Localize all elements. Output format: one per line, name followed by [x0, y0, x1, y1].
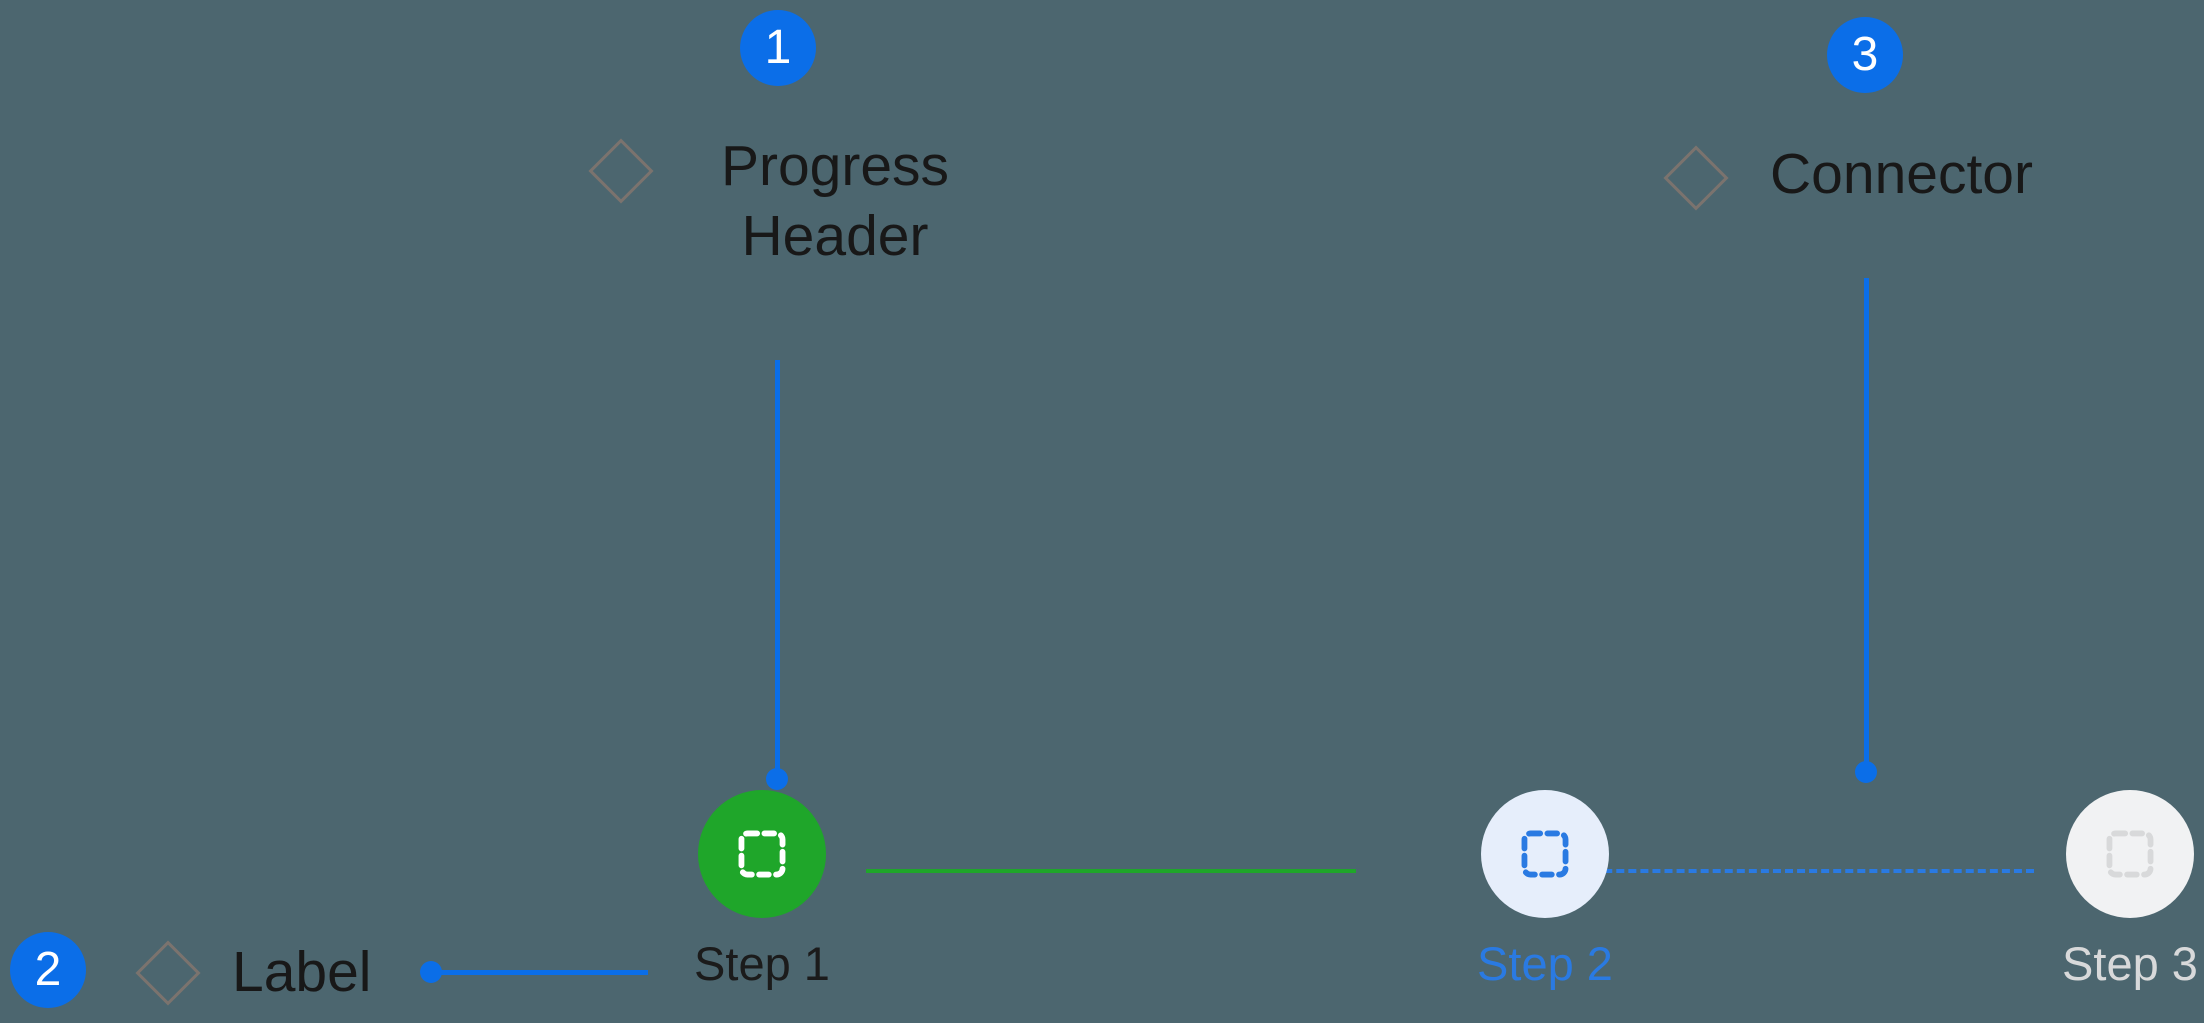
- annotation-label-connector: Connector: [1770, 142, 2033, 206]
- annotation-label-label: Label: [232, 940, 372, 1004]
- step-circle-3[interactable]: [2066, 790, 2194, 918]
- annotation-leader-dot-3: [1855, 761, 1877, 783]
- dashed-square-icon: [1516, 825, 1574, 883]
- step-circle-2[interactable]: [1481, 790, 1609, 918]
- annotation-label-progress-header: Progress Header: [720, 134, 950, 268]
- step-label-2: Step 2: [1477, 937, 1613, 990]
- step-item-1[interactable]: Step 1: [632, 790, 892, 987]
- annotation-leader-dot-2: [420, 961, 442, 983]
- step-item-2[interactable]: Step 2: [1415, 790, 1675, 987]
- annotation-badge-1: 1: [740, 10, 816, 86]
- step-label-3: Step 3: [2062, 937, 2198, 990]
- annotation-leader-line-3: [1864, 278, 1869, 773]
- annotation-leader-line-1: [775, 360, 780, 780]
- dashed-square-icon: [2101, 825, 2159, 883]
- annotation-leader-line-2: [432, 970, 648, 975]
- annotation-badge-3: 3: [1827, 17, 1903, 93]
- dashed-square-icon: [733, 825, 791, 883]
- annotation-badge-2: 2: [10, 932, 86, 1008]
- diamond-marker-icon: [1663, 145, 1729, 211]
- step-label-1: Step 1: [694, 937, 830, 990]
- step-connector-1-2: [866, 869, 1356, 873]
- step-connector-2-3: [1544, 869, 2034, 873]
- step-item-3[interactable]: Step 3: [2000, 790, 2204, 987]
- diamond-marker-icon: [588, 138, 654, 204]
- annotation-leader-dot-1: [766, 768, 788, 790]
- progress-stepper: Step 1 Step 2 Step 3: [0, 790, 2204, 1023]
- step-circle-1[interactable]: [698, 790, 826, 918]
